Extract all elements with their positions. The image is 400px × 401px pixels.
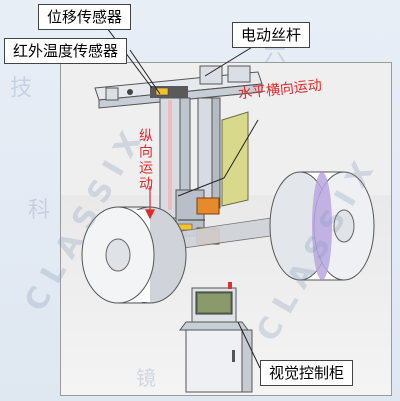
label-electric-screw-rod: 电动丝杆 [232,22,311,48]
gantry-beam [94,65,263,109]
vision-cabinet [179,282,253,393]
watermark-char-1: 六 [264,42,287,67]
watermark-char-2: 技 [10,76,33,101]
label-infrared-temp-sensor: 红外温度传感器 [4,38,128,64]
vertical-columns [159,97,221,219]
label-displacement-sensor: 位移传感器 [38,4,132,30]
left-roll [81,206,187,304]
right-roll [269,171,375,281]
watermark-char-3: 科 [28,198,51,223]
watermark-char-4: 镜 [136,366,156,390]
label-vision-control-cabinet: 视觉控制柜 [260,360,354,386]
label-vertical-motion: 纵向运动 [137,128,153,192]
motion-arrows [145,186,155,220]
